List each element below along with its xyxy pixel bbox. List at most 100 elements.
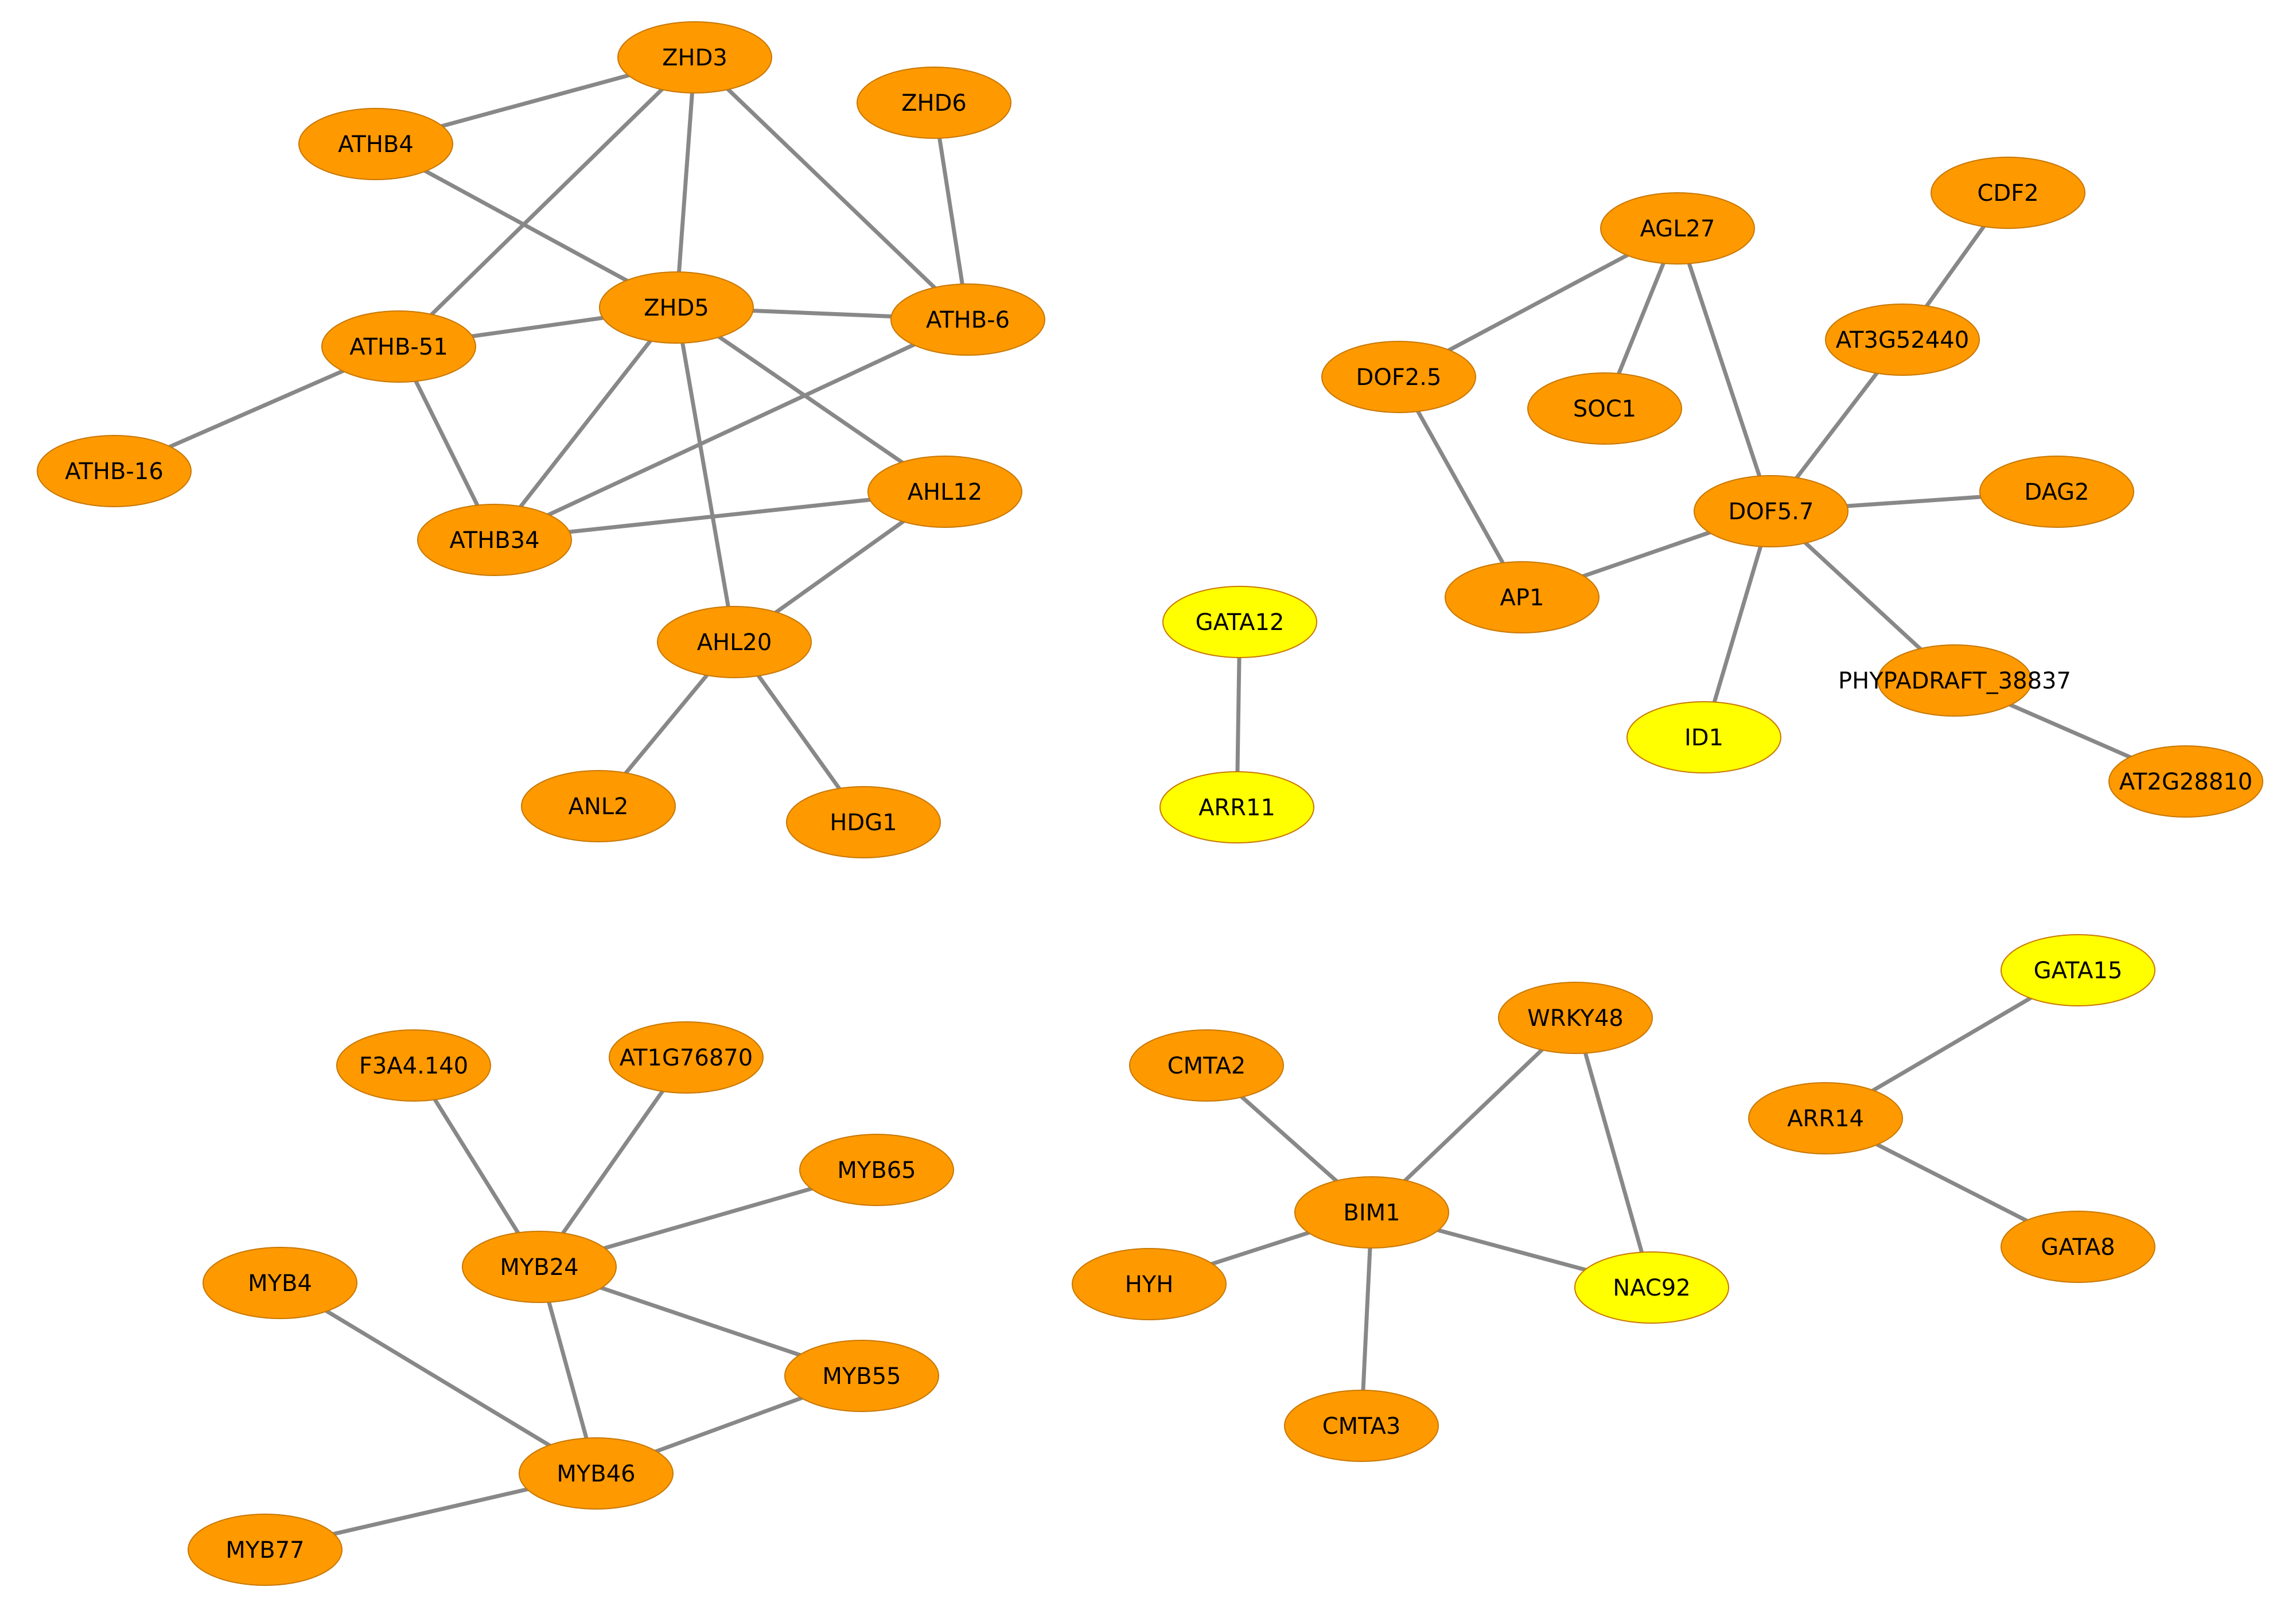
node-shape[interactable] [857,67,1011,139]
node-bim1[interactable]: BIM1 [1294,1176,1449,1249]
node-cmta3[interactable]: CMTA3 [1284,1390,1439,1462]
node-label: MYB46 [557,1461,635,1487]
node-shape[interactable] [1445,561,1600,633]
node-soc1[interactable]: SOC1 [1527,372,1682,445]
node-myb46[interactable]: MYB46 [519,1437,674,1510]
node-shape[interactable] [521,770,676,842]
node-shape[interactable] [1527,372,1682,445]
node-athb-51[interactable]: ATHB-51 [321,310,476,383]
node-label: MYB24 [500,1254,578,1281]
node-shape[interactable] [609,1021,764,1094]
node-shape[interactable] [1877,644,2032,717]
node-myb65[interactable]: MYB65 [799,1134,954,1206]
node-label: SOC1 [1573,396,1636,422]
node-wrky48[interactable]: WRKY48 [1498,982,1653,1054]
node-shape[interactable] [417,504,572,576]
node-zhd3[interactable]: ZHD3 [617,21,772,94]
node-at2g28810[interactable]: AT2G28810 [2108,745,2263,818]
node-ap1[interactable]: AP1 [1445,561,1600,633]
node-athb4[interactable]: ATHB4 [298,108,453,180]
node-dof2-5[interactable]: DOF2.5 [1321,341,1476,413]
node-shape[interactable] [617,21,772,94]
node-shape[interactable] [799,1134,954,1206]
edge-at1g76870-myb24 [538,1056,688,1269]
node-id1[interactable]: ID1 [1626,701,1781,773]
node-nac92[interactable]: NAC92 [1574,1251,1729,1324]
node-shape[interactable] [1825,304,1980,376]
node-shape[interactable] [1159,771,1314,843]
node-shape[interactable] [188,1514,343,1586]
node-shape[interactable] [1626,701,1781,773]
node-athb-16[interactable]: ATHB-16 [37,435,192,507]
node-shape[interactable] [657,606,812,678]
node-zhd5[interactable]: ZHD5 [599,271,754,344]
node-shape[interactable] [1498,982,1653,1054]
node-label: CMTA3 [1322,1413,1401,1440]
node-label: AP1 [1500,585,1544,611]
node-shape[interactable] [336,1029,491,1102]
node-athb34[interactable]: ATHB34 [417,504,572,576]
node-shape[interactable] [867,456,1022,528]
node-shape[interactable] [890,283,1045,356]
node-shape[interactable] [2001,934,2155,1006]
node-myb77[interactable]: MYB77 [188,1514,343,1586]
node-label: ATHB-51 [349,334,448,360]
node-at3g52440[interactable]: AT3G52440 [1825,304,1980,376]
node-zhd6[interactable]: ZHD6 [857,67,1011,139]
node-shape[interactable] [1931,157,2085,229]
node-shape[interactable] [1072,1248,1227,1320]
node-anl2[interactable]: ANL2 [521,770,676,842]
node-shape[interactable] [1748,1082,1903,1154]
node-arr14[interactable]: ARR14 [1748,1082,1903,1154]
node-shape[interactable] [1574,1251,1729,1324]
edge-zhd3-athb-6 [693,56,970,321]
node-hdg1[interactable]: HDG1 [786,786,941,858]
node-ahl12[interactable]: AHL12 [867,456,1022,528]
node-shape[interactable] [321,310,476,383]
node-phypadraft-38837[interactable]: PHYPADRAFT_38837 [1838,644,2071,717]
node-arr11[interactable]: ARR11 [1159,771,1314,843]
node-agl27[interactable]: AGL27 [1600,192,1755,265]
node-dof5-7[interactable]: DOF5.7 [1694,475,1849,547]
node-shape[interactable] [203,1247,357,1319]
node-myb24[interactable]: MYB24 [462,1231,617,1303]
node-shape[interactable] [786,786,941,858]
node-shape[interactable] [37,435,192,507]
node-shape[interactable] [1694,475,1849,547]
node-shape[interactable] [462,1231,617,1303]
node-label: ATHB4 [338,131,414,158]
node-label: ZHD5 [644,295,709,321]
node-gata15[interactable]: GATA15 [2001,934,2155,1006]
node-cdf2[interactable]: CDF2 [1931,157,2085,229]
node-gata8[interactable]: GATA8 [2001,1211,2155,1283]
node-cmta2[interactable]: CMTA2 [1129,1029,1284,1102]
node-ahl20[interactable]: AHL20 [657,606,812,678]
node-shape[interactable] [1284,1390,1439,1462]
node-shape[interactable] [1294,1176,1449,1249]
node-shape[interactable] [2108,745,2263,818]
node-label: CDF2 [1977,180,2038,207]
node-hyh[interactable]: HYH [1072,1248,1227,1320]
node-dag2[interactable]: DAG2 [1979,456,2134,528]
node-shape[interactable] [1321,341,1476,413]
node-f3a4-140[interactable]: F3A4.140 [336,1029,491,1102]
node-shape[interactable] [1600,192,1755,265]
node-shape[interactable] [1979,456,2134,528]
node-myb4[interactable]: MYB4 [203,1247,357,1319]
edge-zhd5-ahl20 [674,307,737,643]
node-shape[interactable] [1129,1029,1284,1102]
node-shape[interactable] [519,1437,674,1510]
node-athb-6[interactable]: ATHB-6 [890,283,1045,356]
node-gata12[interactable]: GATA12 [1162,586,1317,658]
node-label: ANL2 [568,794,628,820]
node-at1g76870[interactable]: AT1G76870 [609,1021,764,1094]
node-shape[interactable] [784,1340,939,1412]
node-shape[interactable] [298,108,453,180]
node-shape[interactable] [1162,586,1317,658]
node-myb55[interactable]: MYB55 [784,1340,939,1412]
node-shape[interactable] [2001,1211,2155,1283]
node-shape[interactable] [599,271,754,344]
